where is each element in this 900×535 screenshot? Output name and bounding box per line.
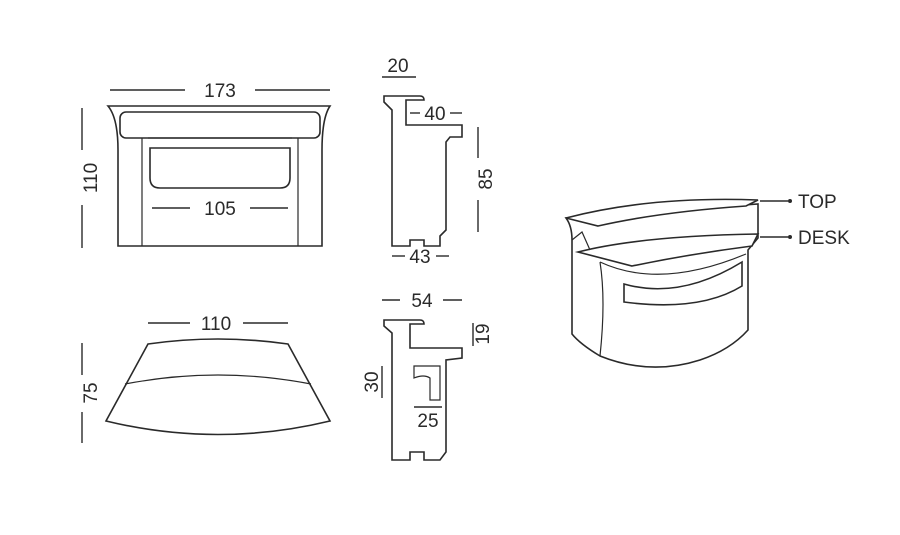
callout-top-dot xyxy=(788,199,792,203)
perspective-opening xyxy=(623,260,743,306)
front-width-label: 173 xyxy=(204,81,236,102)
side-desk-height-label: 85 xyxy=(476,168,497,189)
plan-inner-arc xyxy=(124,374,312,385)
callout-top-label: TOP xyxy=(798,192,837,213)
perspective-side-bracket xyxy=(571,231,591,251)
side-b-total-depth-label: 54 xyxy=(411,291,433,312)
side-top-profile xyxy=(383,95,463,247)
front-top-slab xyxy=(119,111,321,139)
side-bottom-desk-cutout xyxy=(413,365,441,401)
plan-outer-arc xyxy=(104,338,332,436)
front-view: 173 110 105 xyxy=(81,81,332,248)
perspective-view: TOP DESK xyxy=(564,192,850,368)
plan-view: 110 75 xyxy=(81,314,332,443)
front-opening xyxy=(149,147,291,189)
side-b-desk-depth-label: 25 xyxy=(417,411,438,432)
callout-desk-dot xyxy=(788,235,792,239)
side-view-bottom: 54 19 30 25 xyxy=(362,291,494,461)
side-view-top: 20 40 85 43 xyxy=(382,56,497,268)
plan-depth-label: 75 xyxy=(81,382,102,403)
front-height-label: 110 xyxy=(81,163,102,193)
callout-desk-label: DESK xyxy=(798,228,850,249)
plan-width-label: 110 xyxy=(201,314,231,335)
front-inner-frame xyxy=(141,137,299,246)
side-b-top-thickness-label: 19 xyxy=(473,323,494,344)
side-top-depth-label: 20 xyxy=(387,56,408,77)
side-base-depth-label: 43 xyxy=(409,247,430,268)
side-bottom-profile xyxy=(383,319,463,461)
perspective-front-panel xyxy=(599,253,747,357)
front-inner-width-label: 105 xyxy=(204,199,236,220)
perspective-top xyxy=(565,198,759,227)
side-b-desk-drop-label: 30 xyxy=(362,371,383,392)
perspective-desk xyxy=(574,233,760,267)
side-desk-depth-label: 40 xyxy=(424,104,445,125)
